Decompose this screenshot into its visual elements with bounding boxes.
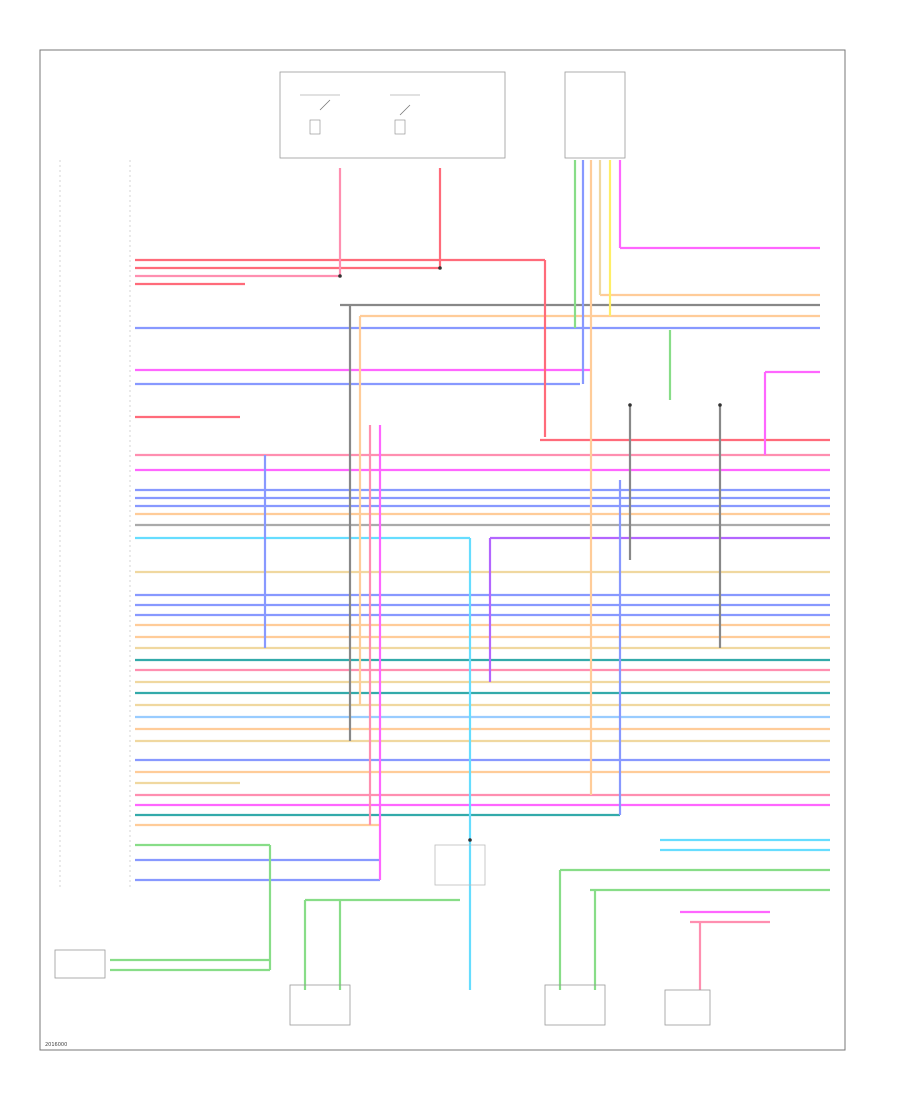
page-label: 2016000 bbox=[45, 1042, 67, 1048]
component-bottom-3 bbox=[544, 984, 606, 1026]
bottom-components bbox=[54, 844, 711, 1026]
component-bottom-left bbox=[54, 949, 106, 979]
fuse-relay-box bbox=[279, 71, 506, 159]
component-bottom-4 bbox=[664, 989, 711, 1026]
component-bottom-2 bbox=[289, 984, 351, 1026]
diagram-border bbox=[39, 49, 846, 1051]
splices bbox=[338, 266, 722, 842]
component-center bbox=[434, 844, 486, 886]
pcm-pin-column bbox=[59, 160, 131, 890]
wire-harness bbox=[110, 160, 830, 990]
top-right-connector bbox=[564, 71, 626, 159]
